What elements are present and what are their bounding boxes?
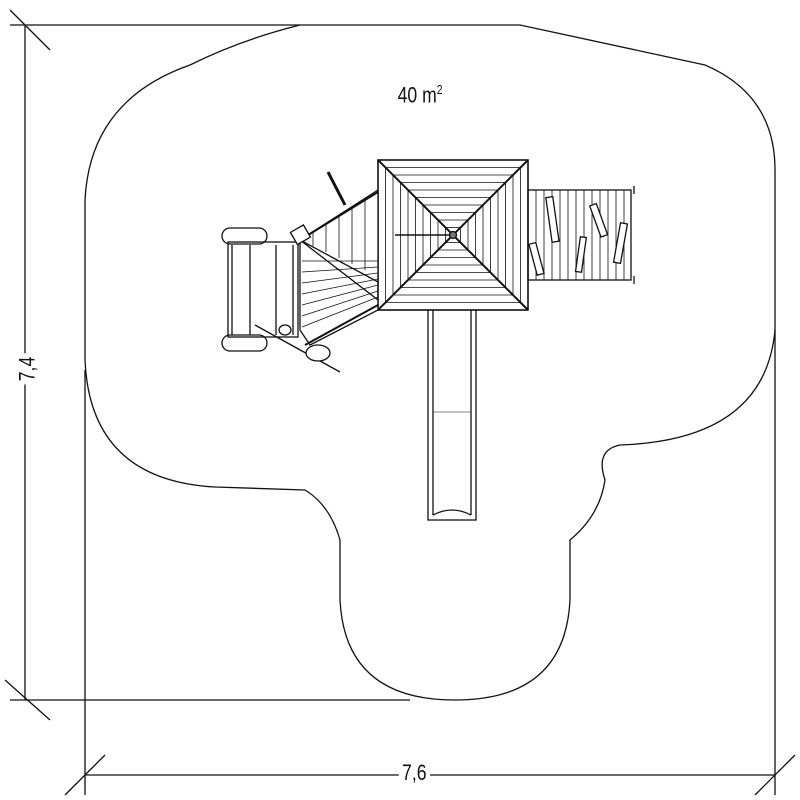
hatch-line [301, 296, 379, 328]
height-dimension [4, 9, 410, 721]
height-dimension-label: 7,4 [14, 353, 41, 385]
tower-roof [377, 159, 529, 311]
area-exponent: 2 [436, 82, 443, 97]
width-dimension-label: 7,6 [398, 760, 430, 786]
hatch-line [301, 266, 379, 273]
area-value: 40 m [397, 82, 437, 108]
width-dimension [64, 330, 796, 796]
hatch-line [301, 290, 379, 317]
hatch-line [301, 272, 379, 284]
hatch-line [301, 284, 379, 306]
stairs-and-ramp [221, 171, 379, 373]
hatch-line [301, 278, 379, 295]
safety-zone-outline [84, 24, 776, 701]
slide [427, 307, 477, 521]
area-label: 40 m2 [394, 82, 445, 108]
climbing-wall-bridge [527, 186, 635, 284]
